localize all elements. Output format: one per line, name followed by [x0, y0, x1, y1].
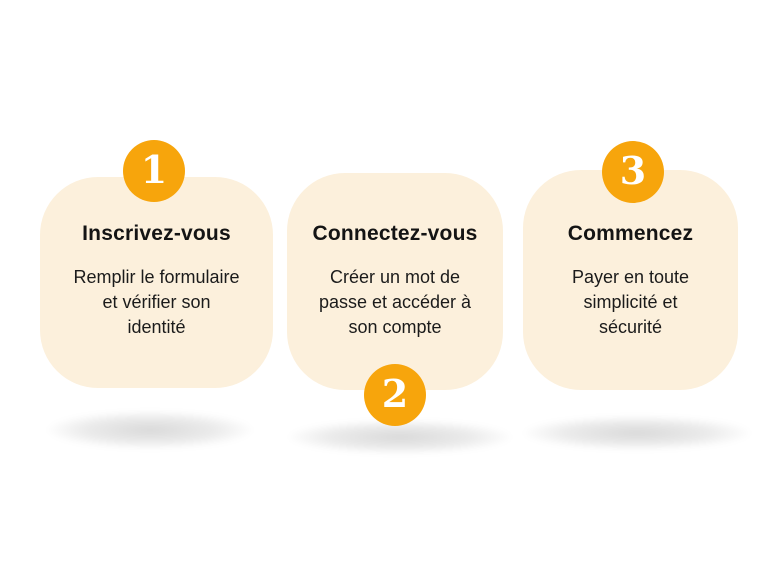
step-3-number: 3 — [619, 148, 647, 193]
step-3-description: Payer en toute simplicité et sécurité — [571, 267, 690, 337]
step-2-card-shadow — [288, 420, 512, 454]
step-3-number-badge: 3 — [602, 141, 664, 203]
step-1-title: Inscrivez-vous — [82, 222, 231, 245]
step-2-number-badge: 2 — [364, 364, 426, 426]
step-card-3: 3 Commencez Payer en toute simplicité et… — [523, 141, 738, 390]
step-1-number-badge: 1 — [123, 140, 185, 202]
step-card-1: 1 Inscrivez-vous Remplir le formulaire e… — [40, 140, 273, 388]
step-1-card-shadow — [47, 411, 253, 449]
step-card-2: 2 Connectez-vous Créer un mot de passe e… — [287, 173, 503, 426]
step-3-card-shadow — [523, 416, 751, 450]
step-1-description: Remplir le formulaire et vérifier son id… — [73, 267, 240, 337]
step-2-number: 2 — [381, 371, 409, 416]
step-3-title: Commencez — [567, 222, 694, 245]
step-2-description: Créer un mot de passe et accéder à son c… — [318, 267, 472, 337]
step-1-number: 1 — [140, 147, 168, 192]
step-2-title: Connectez-vous — [312, 222, 478, 245]
